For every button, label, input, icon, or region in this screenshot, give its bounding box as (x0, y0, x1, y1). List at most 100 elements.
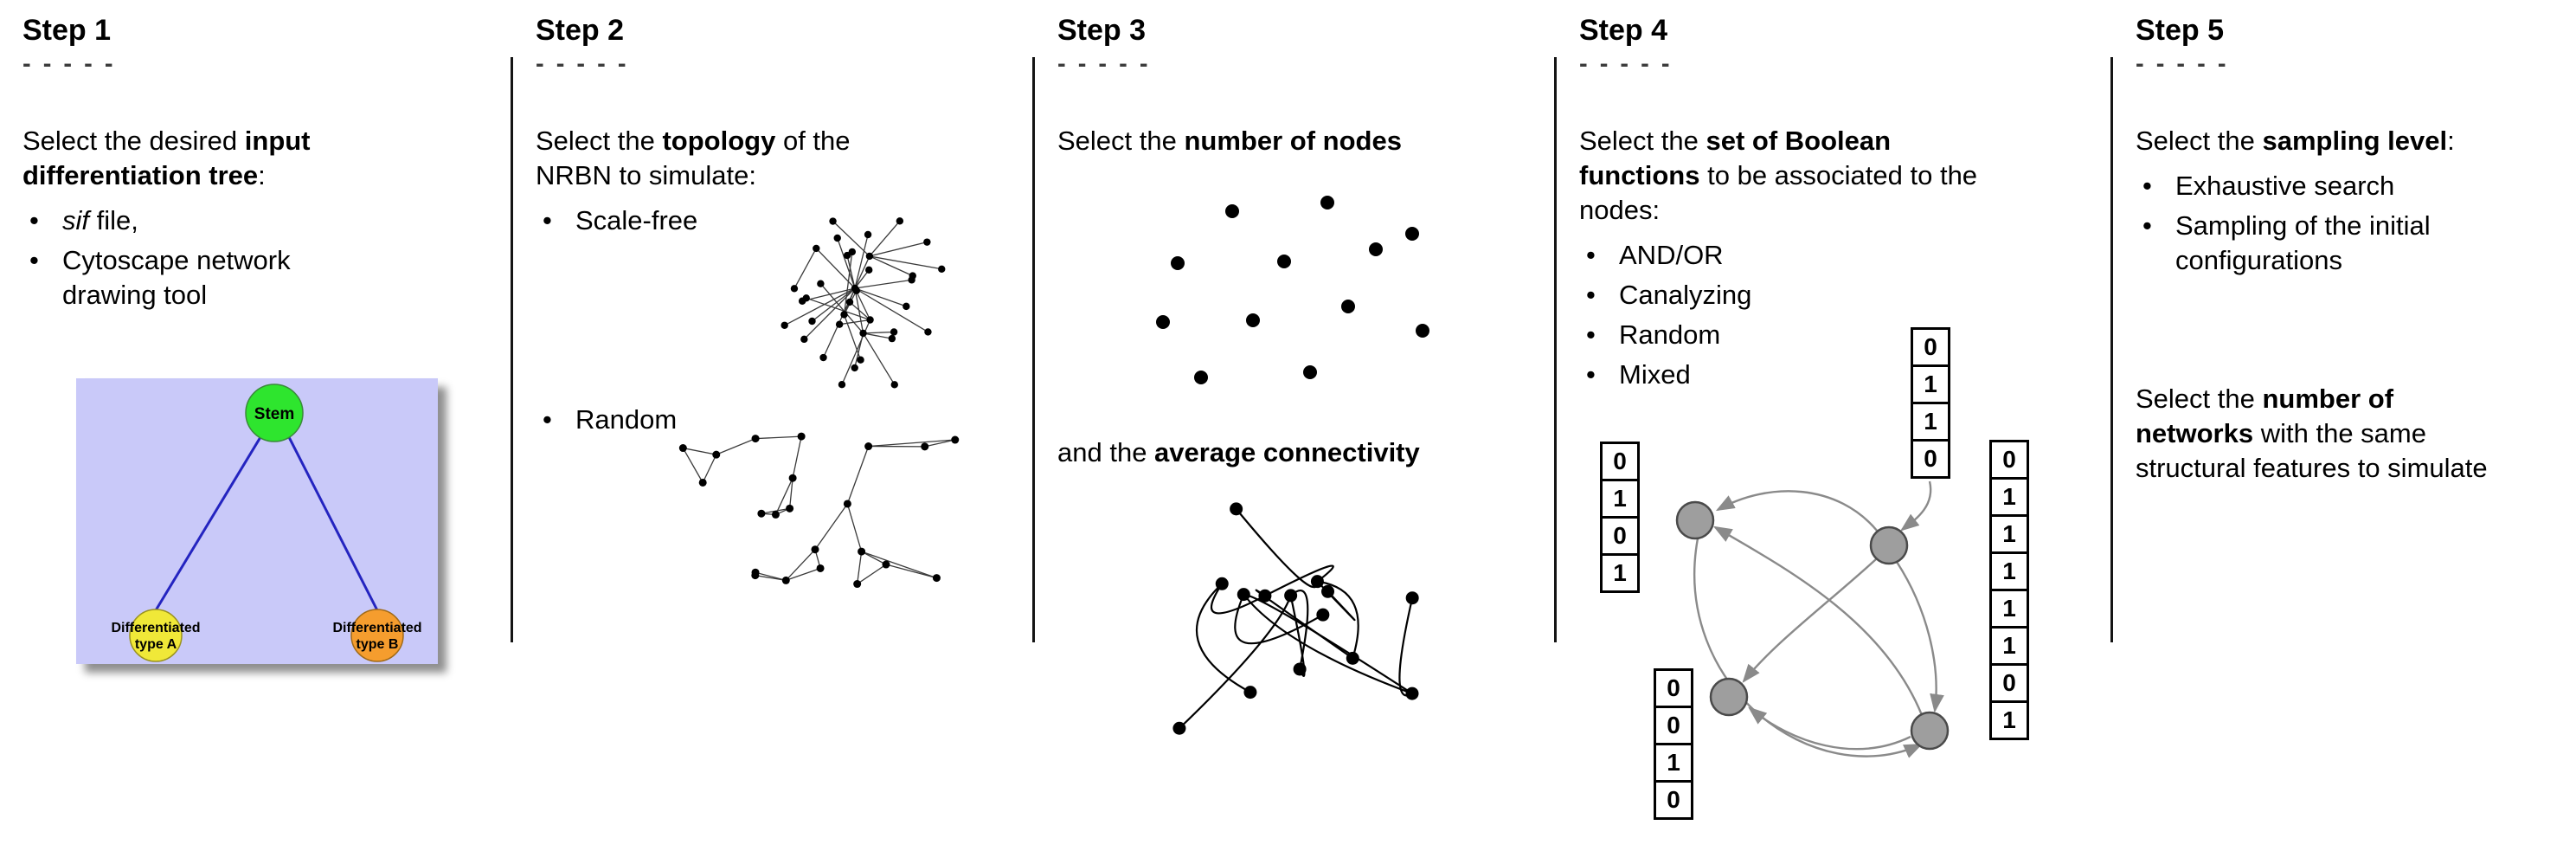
step-3-instruction-nodes: Select the number of nodes (1057, 124, 1542, 158)
step-1-options: sif file, Cytoscape network drawing tool (22, 203, 502, 313)
text-run: Mixed (1619, 359, 1691, 390)
text-run: Canalyzing (1619, 280, 1752, 310)
bullet-item-random: Random (536, 403, 1024, 437)
bullet-item-exhaustive: Exhaustive search (2136, 169, 2567, 203)
truth-table-cell: 1 (1989, 700, 2029, 740)
text-run: and the (1057, 437, 1155, 467)
tree-edge-left (154, 436, 262, 611)
text-run: to be associated to the nodes: (1579, 160, 1978, 225)
truth-table-cell: 0 (1600, 442, 1640, 481)
step-5-title: Step 5 (2136, 14, 2225, 47)
step-4-title: Step 4 (1579, 14, 1668, 47)
truth-table-cell: 1 (1989, 514, 2029, 554)
step-5-panel: Step 5 - - - - - Select the sampling lev… (2113, 0, 2576, 851)
text-run: Select the desired (22, 126, 245, 156)
boolean-node-d (1910, 711, 1950, 751)
random-network-illustration (678, 432, 960, 589)
differentiation-tree-illustration: Stem Differentiated type A Differentiate… (76, 378, 438, 664)
text-run: AND/OR (1619, 240, 1724, 270)
truth-table-cell: 0 (1989, 663, 2029, 703)
network-edge (1900, 480, 1932, 532)
text-run-bold: number of nodes (1184, 126, 1402, 156)
truth-table-cell: 1 (1989, 589, 2029, 629)
text-run: Random (575, 404, 678, 435)
scale-free-network-illustration (781, 217, 946, 389)
step-4-options: AND/OR Canalyzing Random Mixed (1579, 238, 2102, 392)
text-run-bold: sampling level (2262, 126, 2448, 156)
step-5-instruction-sampling: Select the sampling level: (2136, 124, 2516, 158)
boolean-node-c (1709, 677, 1749, 717)
text-run: Select the (1057, 126, 1185, 156)
text-run: : (258, 160, 266, 190)
bullet-item-cytoscape: Cytoscape network drawing tool (22, 243, 346, 313)
bullet-item-and-or: AND/OR (1579, 238, 2102, 273)
boolean-network-illustration (1675, 480, 1950, 758)
truth-table-cell: 1 (1989, 477, 2029, 517)
type-b-label-line2: type B (357, 637, 399, 652)
text-run: Select the (2136, 384, 2263, 414)
truth-table-cell: 0 (1989, 440, 2029, 480)
text-run-italic: sif (62, 205, 89, 235)
truth-table-cell: 1 (1911, 402, 1950, 442)
truth-table-cell: 1 (1989, 626, 2029, 666)
column-divider-4 (2110, 57, 2113, 642)
nodes-dots-illustration (1156, 196, 1429, 384)
text-run: Select the (2136, 126, 2263, 156)
tree-edge-right (287, 436, 379, 611)
column-divider-3 (1554, 57, 1557, 642)
step-4-dashes: - - - - - (1579, 50, 1673, 78)
step-2-title: Step 2 (536, 14, 625, 47)
step-2-options: Scale-free Random (536, 203, 1024, 437)
step-1-dashes: - - - - - (22, 50, 116, 78)
truth-table-cell: 1 (1989, 551, 2029, 591)
text-run-bold: average connectivity (1154, 437, 1420, 467)
network-edge (1715, 490, 1879, 532)
text-run-bold: input differentiation tree (22, 126, 311, 190)
step-1-instruction: Select the desired input differentiation… (22, 124, 395, 193)
network-edge (1895, 561, 1944, 713)
bullet-item-sif-file: sif file, (22, 203, 346, 238)
truth-table-cell: 0 (1911, 327, 1950, 367)
network-edge (1712, 525, 1924, 716)
text-run: with the same structural features to sim… (2136, 418, 2488, 483)
truth-table-cell: 0 (1911, 439, 1950, 479)
step-2-panel: Step 2 - - - - - Select the topology of … (513, 0, 1032, 851)
truth-table-cell: 1 (1600, 553, 1640, 593)
text-run: : (2447, 126, 2455, 156)
step-3-dashes: - - - - - (1057, 50, 1151, 78)
bullet-item-mixed: Mixed (1579, 358, 2102, 392)
bullet-item-random-fn: Random (1579, 318, 2102, 352)
step-5-dashes: - - - - - (2136, 50, 2229, 78)
network-edge (1742, 558, 1877, 683)
differentiation-tree-svg: Stem Differentiated type A Differentiate… (76, 378, 438, 664)
network-edge (1748, 706, 1911, 751)
type-a-label-line1: Differentiated (111, 621, 200, 635)
step-3-instruction-connectivity: and the average connectivity (1057, 435, 1420, 470)
text-run: Cytoscape network drawing tool (62, 245, 291, 310)
text-run: of the NRBN to simulate: (536, 126, 851, 190)
text-run: Random (1619, 319, 1721, 350)
text-run: Exhaustive search (2175, 171, 2395, 201)
step-4-panel: Step 4 - - - - - Select the set of Boole… (1557, 0, 2110, 851)
boolean-node-b (1869, 525, 1909, 565)
truth-table-cell: 0 (1654, 706, 1693, 745)
stem-node-label: Stem (254, 405, 294, 423)
step-2-instruction: Select the topology of the NRBN to simul… (536, 124, 921, 193)
column-divider-2 (1032, 57, 1035, 642)
step-2-dashes: - - - - - (536, 50, 629, 78)
truth-table-cell: 1 (1911, 364, 1950, 404)
step-5-instruction-networks: Select the number of networks with the s… (2136, 382, 2516, 486)
truth-table-cell: 0 (1654, 668, 1693, 708)
step-4-instruction: Select the set of Boolean functions to b… (1579, 124, 1993, 228)
text-run-bold: topology (662, 126, 776, 156)
text-run: Sampling of the initial configurations (2175, 210, 2431, 275)
text-run: Select the (536, 126, 663, 156)
network-edge (1693, 538, 1924, 758)
type-a-label-line2: type A (135, 637, 177, 652)
stem-node (245, 384, 304, 442)
differentiated-type-a-node (129, 609, 183, 662)
